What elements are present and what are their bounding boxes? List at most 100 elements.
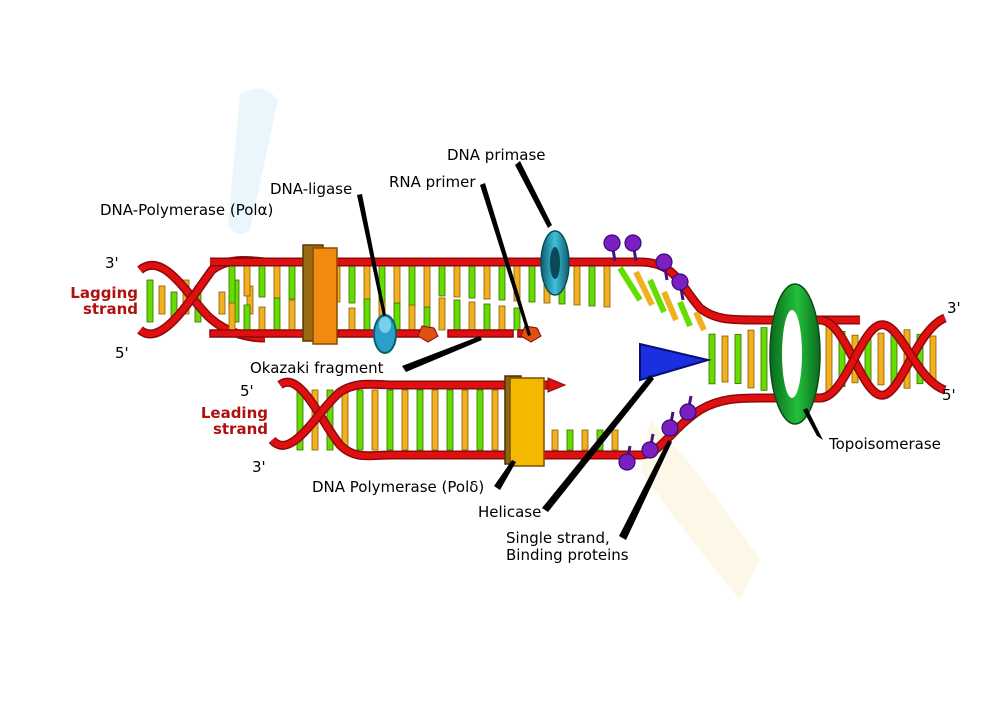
okazaki-fragments (209, 297, 539, 338)
base-pair (581, 429, 589, 451)
ssb-protein (641, 441, 659, 459)
helicase-label: Helicase (478, 503, 541, 521)
leading-3prime-label: 3' (252, 458, 266, 476)
base-pair (611, 429, 619, 451)
base-pair (825, 325, 833, 393)
base-pair (356, 389, 364, 451)
right-5prime-label: 5' (942, 386, 956, 404)
leading-strand-label-line2: strand (213, 420, 268, 438)
dna-ligase-label: DNA-ligase (270, 180, 352, 198)
lagging-strand-label-line2: strand (83, 300, 138, 318)
base-pair (363, 265, 371, 305)
strand-labels: Lagging strand Leading strand (70, 284, 268, 438)
label-pointers (357, 161, 823, 540)
base-pair (371, 389, 379, 451)
new-strand-arrowhead (547, 377, 567, 393)
base-pair (461, 389, 469, 451)
base-pair (483, 303, 491, 331)
dna-polymerase-delta (504, 375, 545, 467)
base-pair (528, 265, 536, 303)
leading-strand (268, 377, 761, 461)
base-pair (341, 389, 349, 451)
base-pair (408, 265, 416, 308)
topoisomerase (769, 283, 821, 425)
base-pair (438, 297, 446, 331)
base-pair (453, 265, 461, 298)
ssb-protein (679, 403, 697, 421)
base-pair (498, 305, 506, 331)
topoisomerase-label: Topoisomerase (828, 435, 941, 453)
leading-5prime-label: 5' (240, 382, 254, 400)
dna-polymerase-alpha (302, 244, 338, 345)
base-pair (760, 327, 768, 391)
base-pair (513, 307, 521, 331)
base-pair (243, 304, 251, 331)
base-pair (416, 389, 424, 451)
single-strand-binding-proteins (603, 234, 697, 471)
base-pair (393, 265, 401, 307)
helicase (639, 342, 712, 382)
base-pair (273, 265, 281, 299)
base-pair (423, 265, 431, 309)
base-pair (438, 265, 446, 297)
base-pair (476, 389, 484, 451)
ssb-label-line2: Binding proteins (506, 546, 629, 564)
base-pair (551, 429, 559, 451)
base-pair (468, 301, 476, 331)
ssb-protein (655, 253, 673, 271)
parental-helix-right (708, 313, 948, 403)
base-pair (218, 291, 226, 315)
dna-polymerase-delta-label: DNA Polymerase (Polδ) (312, 478, 484, 496)
lagging-5prime-label: 5' (115, 344, 129, 362)
base-pair (747, 329, 755, 389)
ssb-label-line1: Single strand, (506, 529, 610, 547)
base-pair (498, 265, 506, 301)
ssb-protein (603, 234, 621, 252)
base-pair (734, 334, 742, 384)
base-pair (408, 304, 416, 331)
rna-primer-markers (417, 325, 542, 343)
ssb-protein (661, 419, 679, 437)
dna-primase (540, 230, 570, 296)
base-pair (288, 299, 296, 331)
base-pair (243, 265, 251, 297)
base-pair (401, 389, 409, 451)
base-pair (288, 265, 296, 300)
base-pair (446, 389, 454, 451)
dna-polymerase-alpha-label: DNA-Polymerase (Polα) (100, 201, 273, 219)
base-pair (228, 302, 236, 331)
base-pair (633, 270, 655, 307)
base-pair (468, 265, 476, 299)
base-pair (453, 299, 461, 331)
base-pair (588, 265, 596, 307)
base-pair (647, 278, 667, 314)
ssb-protein (671, 273, 689, 291)
dna-ligase (373, 314, 397, 354)
base-pair (877, 332, 885, 386)
base-pair (603, 265, 611, 308)
base-pair (617, 266, 643, 302)
base-pair (348, 307, 356, 331)
base-pair (566, 429, 574, 451)
base-pair (573, 265, 581, 306)
leading-strand-label-line1: Leading (201, 404, 268, 422)
base-pair (721, 335, 729, 383)
base-pair (273, 297, 281, 331)
ssb-protein (618, 453, 636, 471)
right-3prime-label: 3' (947, 299, 961, 317)
lagging-3prime-label: 3' (105, 254, 119, 272)
lagging-strand-label-line1: Lagging (70, 284, 138, 302)
ssb-protein (624, 234, 642, 252)
rna-primer-label: RNA primer (389, 173, 476, 191)
base-pair (661, 290, 679, 322)
base-pair (348, 265, 356, 304)
base-pair (363, 298, 371, 331)
base-pair (693, 310, 707, 332)
component-labels: DNA primase RNA primer DNA-ligase DNA-Po… (100, 146, 941, 564)
base-pair (258, 306, 266, 331)
base-pair (158, 285, 166, 315)
base-pair (228, 265, 236, 309)
dna-primase-label: DNA primase (447, 146, 546, 164)
